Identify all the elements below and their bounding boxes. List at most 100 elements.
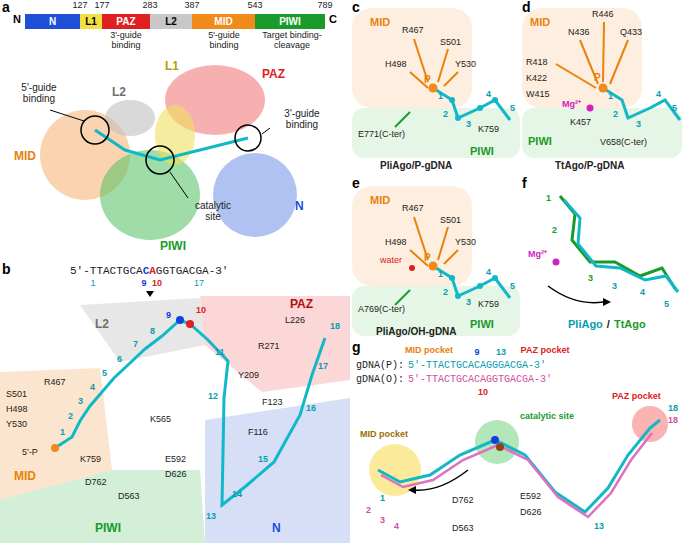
panel-d-structure [556, 64, 596, 88]
annotation-label: 5'-guide binding [196, 31, 252, 51]
panel-a-structure [100, 150, 200, 240]
annotation-label: MID [370, 16, 390, 28]
callout-number: 2 [443, 110, 448, 120]
annotation-label: MID [14, 470, 36, 483]
callout-number: 2 [613, 110, 618, 120]
annotation-label: K759 [478, 125, 499, 135]
callout-number: 3 [636, 120, 641, 130]
annotation-label: Target binding-cleavage [256, 31, 328, 51]
callout-number: 11 [215, 348, 225, 358]
annotation-label: PAZ pocket [612, 392, 661, 402]
annotation-label: D762 [452, 496, 474, 506]
callout-number: 17 [318, 362, 328, 372]
callout-number: 3 [466, 298, 471, 308]
annotation-label: N [295, 200, 304, 213]
annotation-label: PIWI [470, 318, 494, 330]
callout-number: 4 [656, 90, 661, 100]
annotation-label: PAZ [262, 68, 285, 81]
callout-number: 5 [664, 300, 669, 310]
annotation-label: F123 [262, 398, 283, 408]
annotation-label: PIWI [95, 522, 121, 535]
annotation-label: H498 [6, 405, 28, 415]
callout-number: 4 [394, 522, 399, 532]
callout-number: 283 [142, 1, 157, 11]
panel-g-structure [475, 420, 519, 464]
panel-letter: a [2, 0, 10, 15]
callout-number: 789 [317, 1, 332, 11]
annotation-label: MID pocket [405, 346, 453, 356]
annotation-label: K759 [80, 455, 101, 465]
annotation-label: / [607, 318, 610, 330]
panel-c-structure [395, 112, 410, 127]
annotation-label: Y530 [6, 420, 27, 430]
panel-a-structure [170, 172, 188, 198]
panel-g-structure [408, 486, 416, 494]
annotation-label: P [424, 74, 431, 85]
panel-f-structure [603, 298, 611, 306]
panel-a-structure [81, 116, 109, 144]
callout-number: 1 [546, 194, 551, 204]
domain-name: L1 [85, 16, 97, 27]
panel-g-structure [369, 444, 421, 496]
panel-letter: b [2, 262, 11, 277]
callout-number: 13 [206, 512, 216, 522]
callout-number: 4 [486, 90, 491, 100]
panel-c-structure [492, 97, 498, 103]
callout-number: 14 [232, 490, 242, 500]
annotation-label: Mg²⁺ [528, 250, 547, 260]
annotation-label: D563 [452, 524, 474, 534]
callout-number: 12 [208, 392, 218, 402]
callout-number: 3 [78, 397, 83, 407]
annotation-label: MID [530, 16, 550, 28]
callout-number: 543 [247, 1, 262, 11]
domain-name: MID [214, 16, 232, 27]
callout-number: 16 [306, 404, 316, 414]
panel-d-structure [599, 84, 608, 93]
callout-number: 4 [486, 268, 491, 278]
domain-name: PAZ [116, 16, 135, 27]
callout-number: 2 [552, 226, 557, 236]
callout-number: 13 [496, 348, 506, 358]
panel-d-structure [587, 105, 594, 112]
annotation-label: Q433 [620, 28, 642, 38]
panel-c-structure [352, 8, 472, 108]
annotation-label: 5'-guide binding [10, 82, 68, 104]
panel-f-structure [548, 196, 678, 306]
panel-a-structure [50, 110, 84, 121]
callout-number: 18 [330, 322, 340, 332]
panel-g-structure [491, 436, 499, 444]
panel-a-structure [235, 125, 261, 151]
annotation-label: A769(C-ter) [358, 305, 405, 315]
panel-c-structure [352, 108, 520, 158]
panel-c-structure [438, 49, 448, 82]
panel-b-structure [200, 296, 350, 392]
callout-number: 2 [68, 412, 73, 422]
annotation-label: PliAgo/OH-gDNA [376, 326, 457, 337]
annotation-label: catalytic site [520, 412, 574, 422]
panel-d-structure [610, 40, 628, 84]
panel-d-structure [522, 8, 642, 108]
annotation-label: K457 [570, 118, 591, 128]
callout-number: 9 [166, 311, 171, 321]
panel-b-structure [0, 470, 205, 543]
domain-box: MID [192, 14, 255, 29]
annotation-label: P [424, 252, 431, 263]
annotation-label: PIWI [160, 240, 186, 253]
annotation-label: R271 [258, 342, 280, 352]
annotation-label: R467 [44, 378, 66, 388]
panel-f-structure [564, 200, 678, 292]
panel-letter: g [352, 340, 361, 355]
panel-b-structure [51, 444, 59, 452]
callout-number: 177 [94, 1, 109, 11]
annotation-label: Y530 [455, 60, 476, 70]
annotation-label: P [594, 72, 601, 83]
annotation-label: D626 [520, 508, 542, 518]
annotation-label: K422 [526, 74, 547, 84]
callout-number: 1 [60, 428, 65, 438]
annotation-label: C [329, 13, 337, 25]
annotation-label: R467 [402, 204, 424, 214]
annotation-label: N [272, 522, 281, 535]
annotation-label: K759 [478, 300, 499, 310]
annotation-label: 5'-TTACTGCACAGGGACGA-3' [408, 360, 546, 371]
